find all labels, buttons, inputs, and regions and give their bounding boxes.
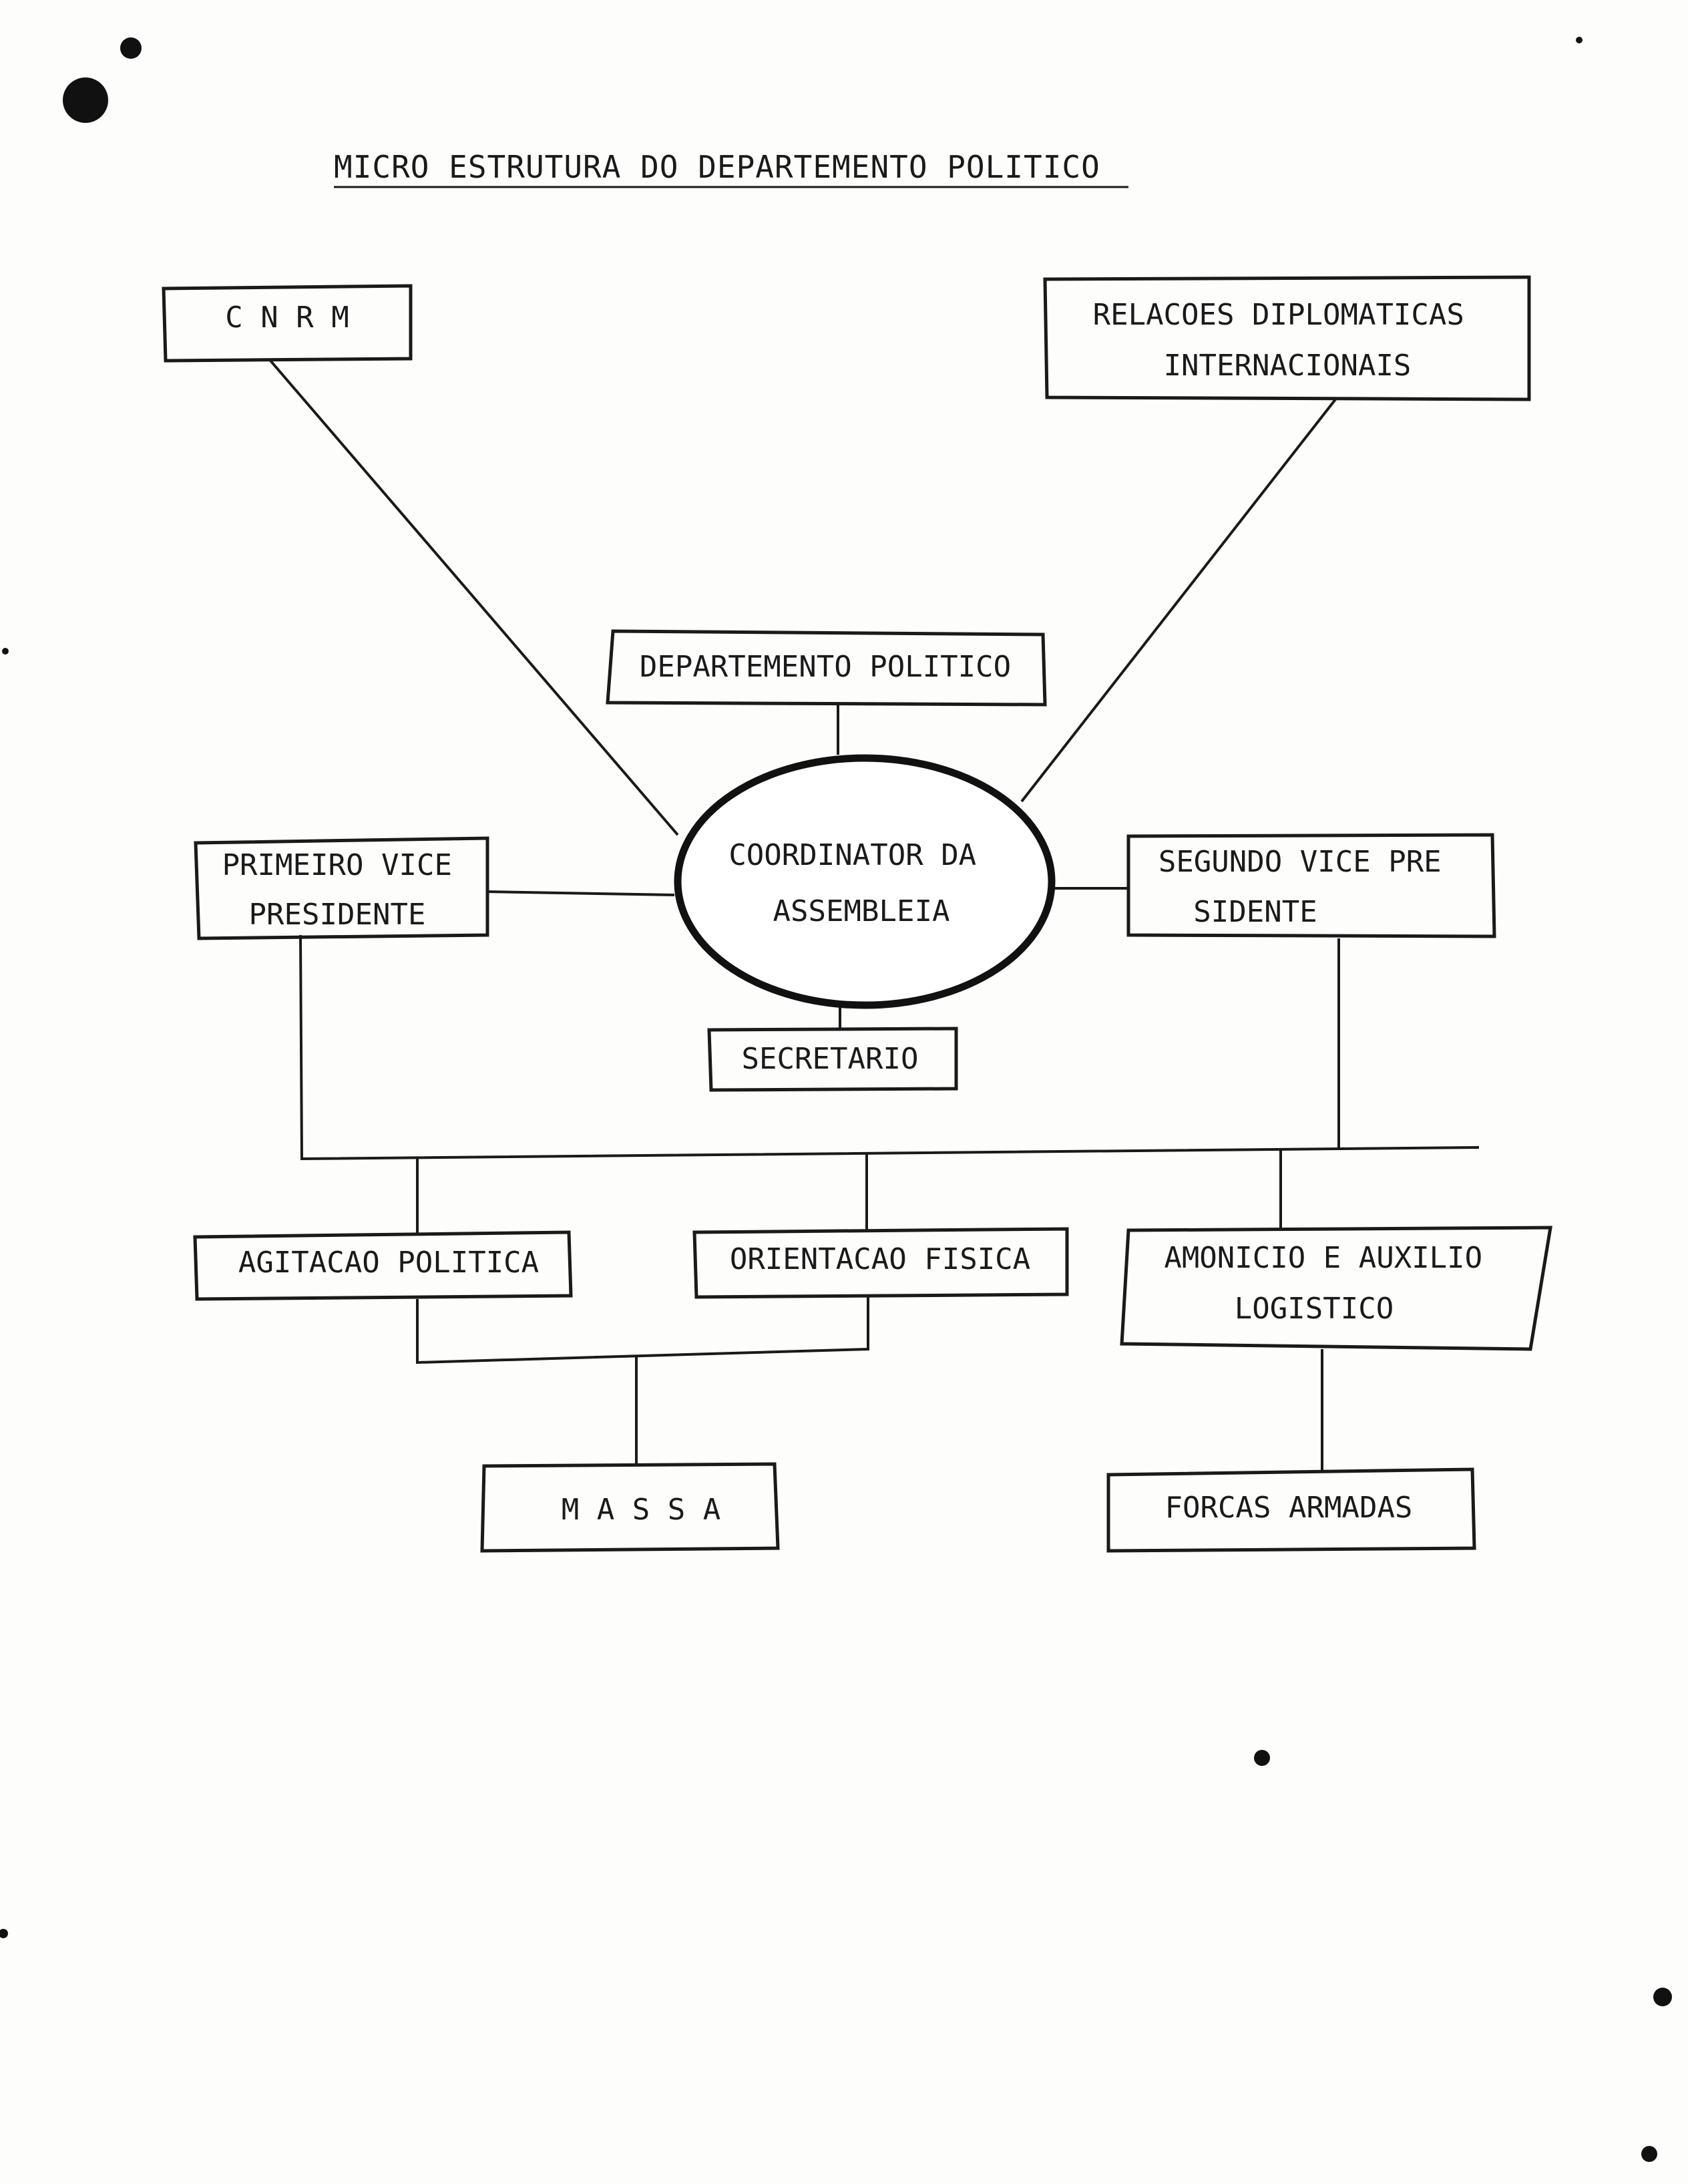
massa-box xyxy=(480,1462,780,1553)
amonicio-label: AMONICIO E AUXILIO LOGISTICO xyxy=(1164,1241,1500,1326)
node-agitacao: AGITACAO POLITICA xyxy=(193,1230,573,1301)
connectors xyxy=(269,359,1480,1473)
document-title: MICRO ESTRUTURA DO DEPARTEMENTO POLITICO xyxy=(334,149,1128,188)
forcas-box xyxy=(1106,1467,1476,1553)
ink-speck xyxy=(2,648,9,655)
node-forcas: FORCAS ARMADAS xyxy=(1106,1467,1476,1553)
ink-speck xyxy=(120,37,142,59)
link-primeiro-coordinator xyxy=(485,890,675,896)
node-orientacao: ORIENTACAO FISICA xyxy=(692,1227,1069,1299)
departamento-label-line-1: DEPARTEMENTO POLITICO xyxy=(640,650,1011,684)
document-title-text: MICRO ESTRUTURA DO DEPARTEMENTO POLITICO xyxy=(334,149,1100,185)
node-coordinator: COORDINATOR DA ASSEMBLEIA xyxy=(674,754,1056,1009)
relacoes-label-line-2: INTERNACIONAIS xyxy=(1164,349,1412,383)
orientacao-label: ORIENTACAO FISICA xyxy=(730,1242,1030,1276)
ink-speck xyxy=(1254,1750,1270,1766)
amonicio-label-line-1: AMONICIO E AUXILIO xyxy=(1164,1241,1482,1275)
massa-label-line-1: M A S S A xyxy=(562,1493,720,1527)
coordinator-ellipse xyxy=(674,754,1056,1009)
node-departamento: DEPARTEMENTO POLITICO xyxy=(606,629,1047,707)
coordinator-label-line-1: COORDINATOR DA xyxy=(728,838,976,872)
forcas-label: FORCAS ARMADAS xyxy=(1165,1491,1413,1525)
segundo-vice-label-line-2: SIDENTE xyxy=(1193,895,1317,929)
relacoes-label: RELACOES DIPLOMATICAS INTERNACIONAIS xyxy=(1093,298,1482,383)
secretario-label-line-1: SECRETARIO xyxy=(742,1042,919,1076)
cnrm-label: C N R M xyxy=(225,301,349,335)
link-relacoes-coordinator xyxy=(1020,398,1337,803)
segundo-vice-label-line-1: SEGUNDO VICE PRE xyxy=(1158,845,1442,879)
coordinator-label-line-2: ASSEMBLEIA xyxy=(773,894,950,928)
ink-blot xyxy=(63,77,108,123)
scan-artifacts xyxy=(0,37,1672,2162)
ink-speck xyxy=(1653,1988,1672,2006)
node-secretario: SECRETARIO xyxy=(707,1027,958,1092)
node-cnrm: C N R M xyxy=(162,284,413,363)
secretario-box xyxy=(707,1027,958,1092)
orientacao-box xyxy=(692,1227,1069,1299)
node-relacoes: RELACOES DIPLOMATICAS INTERNACIONAIS xyxy=(1043,275,1531,401)
coordinator-label: COORDINATOR DA ASSEMBLEIA xyxy=(728,838,994,928)
primeiro-vice-label: PRIMEIRO VICE PRESIDENTE xyxy=(222,848,470,932)
agitacao-label: AGITACAO POLITICA xyxy=(238,1246,539,1280)
node-segundo-vice: SEGUNDO VICE PRE SIDENTE xyxy=(1126,833,1496,938)
link-agitacao-orientacao-join xyxy=(416,1296,869,1364)
primeiro-vice-label-line-2: PRESIDENTE xyxy=(249,898,426,932)
agitacao-label-line-1: AGITACAO POLITICA xyxy=(238,1246,539,1280)
ink-speck xyxy=(1641,2146,1657,2162)
link-primeiro-bus xyxy=(299,934,1480,1161)
primeiro-vice-label-line-1: PRIMEIRO VICE xyxy=(222,848,452,882)
cnrm-label-line-1: C N R M xyxy=(225,301,349,335)
ink-speck xyxy=(1576,37,1582,43)
segundo-vice-box xyxy=(1126,833,1496,938)
massa-label: M A S S A xyxy=(562,1493,720,1527)
ink-speck xyxy=(0,1929,8,1938)
relacoes-box xyxy=(1043,275,1531,401)
forcas-label-line-1: FORCAS ARMADAS xyxy=(1165,1491,1413,1525)
node-massa: M A S S A xyxy=(480,1462,780,1553)
departamento-box xyxy=(606,629,1047,707)
agitacao-box xyxy=(193,1230,573,1301)
segundo-vice-label: SEGUNDO VICE PRE SIDENTE xyxy=(1158,845,1459,929)
amonicio-box xyxy=(1120,1226,1552,1351)
node-primeiro-vice: PRIMEIRO VICE PRESIDENTE xyxy=(194,836,489,940)
departamento-label: DEPARTEMENTO POLITICO xyxy=(640,650,1011,684)
link-cnrm-coordinator xyxy=(269,359,679,836)
secretario-label: SECRETARIO xyxy=(742,1042,919,1076)
primeiro-vice-box xyxy=(194,836,489,940)
orientacao-label-line-1: ORIENTACAO FISICA xyxy=(730,1242,1030,1276)
relacoes-label-line-1: RELACOES DIPLOMATICAS xyxy=(1093,298,1464,332)
cnrm-box xyxy=(162,284,413,363)
node-amonicio: AMONICIO E AUXILIO LOGISTICO xyxy=(1120,1226,1552,1351)
amonicio-label-line-2: LOGISTICO xyxy=(1235,1292,1394,1326)
